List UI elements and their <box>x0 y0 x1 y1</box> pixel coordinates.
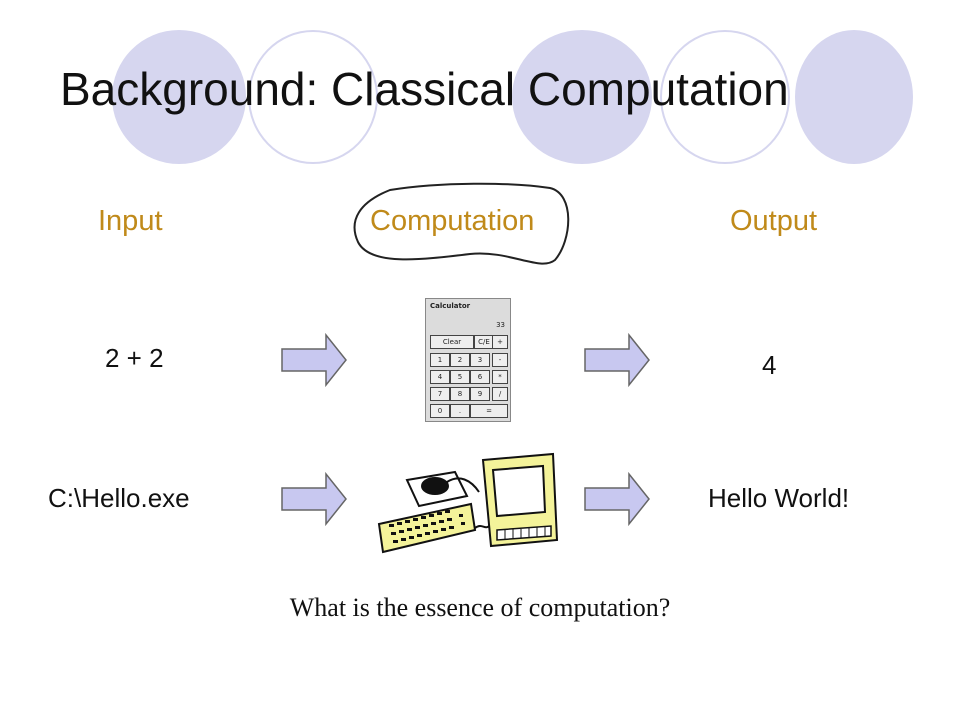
decor-circle-5 <box>795 30 913 164</box>
decor-circle-1 <box>112 30 246 164</box>
calc-key: . <box>450 404 470 418</box>
arrow-right-icon <box>584 333 650 387</box>
calc-key: = <box>470 404 508 418</box>
calculator-display: 33 <box>496 321 505 329</box>
calc-key: + <box>492 335 508 349</box>
arrow-right-icon <box>281 472 347 526</box>
arrow-right-icon <box>584 472 650 526</box>
decor-circle-3 <box>512 30 652 164</box>
header-input: Input <box>98 205 163 237</box>
calc-key: 6 <box>470 370 490 384</box>
calc-key: 9 <box>470 387 490 401</box>
slide-title: Background: Classical Computation <box>60 63 789 115</box>
header-output: Output <box>730 205 818 237</box>
decor-circle-2 <box>248 30 378 164</box>
computer-image <box>377 452 559 554</box>
hand-drawn-loop <box>353 182 570 265</box>
row2-output: Hello World! <box>708 483 850 513</box>
calc-key: 5 <box>450 370 470 384</box>
header-computation: Computation <box>370 205 535 237</box>
row1-input: 2 + 2 <box>105 343 164 373</box>
calc-key: 0 <box>430 404 450 418</box>
calc-key: 1 <box>430 353 450 367</box>
calculator-image: Calculator 33 Clear C/E + 1 2 3 - 4 5 6 … <box>425 298 511 422</box>
decor-circle-4 <box>660 30 790 164</box>
row1-output: 4 <box>762 350 777 380</box>
calc-key: - <box>492 353 508 367</box>
calc-key: C/E <box>474 335 494 349</box>
calc-key: Clear <box>430 335 474 349</box>
calc-key: 2 <box>450 353 470 367</box>
calc-key: 7 <box>430 387 450 401</box>
calc-key: * <box>492 370 508 384</box>
calculator-title: Calculator <box>430 302 471 310</box>
calc-key: / <box>492 387 508 401</box>
row2-input: C:\Hello.exe <box>48 483 190 513</box>
calc-key: 4 <box>430 370 450 384</box>
calc-key: 3 <box>470 353 490 367</box>
question-text: What is the essence of computation? <box>289 593 671 622</box>
calc-key: 8 <box>450 387 470 401</box>
arrow-right-icon <box>281 333 347 387</box>
